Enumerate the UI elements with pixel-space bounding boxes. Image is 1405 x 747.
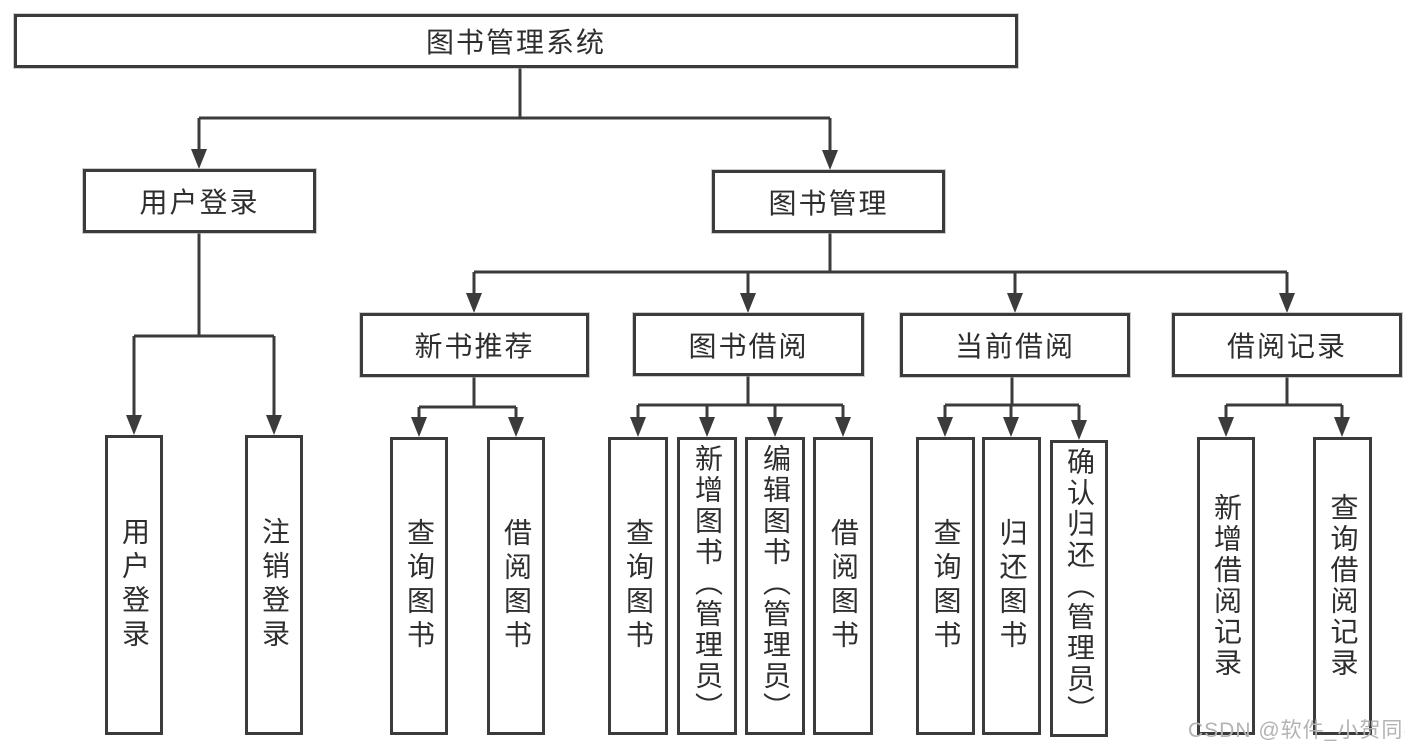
node-label: 图书借阅	[688, 330, 809, 362]
node-borrow-records: 借阅记录	[1172, 313, 1402, 377]
leaf-label: 查询图书	[404, 518, 435, 654]
leaf-logout: 注销登录	[245, 435, 303, 735]
arrowheads	[126, 149, 1350, 440]
node-user-login: 用户登录	[83, 169, 316, 233]
leaf-label: 用户登录	[119, 517, 150, 653]
leaf-borrowing-query-books: 查询图书	[608, 437, 668, 735]
leaf-user-login: 用户登录	[105, 435, 163, 735]
node-label: 图书管理	[768, 187, 889, 219]
node-book-borrowing: 图书借阅	[633, 313, 864, 376]
leaf-label: 编辑图书（管理员）	[760, 444, 791, 723]
node-label: 用户登录	[139, 187, 260, 218]
leaf-current-confirm-return-admin: 确认归还（管理员）	[1050, 440, 1108, 737]
leaf-current-query-books: 查询图书	[916, 437, 975, 735]
csdn-watermark: CSDN @软件_小贺同学	[1188, 719, 1405, 742]
leaf-records-query-record: 查询借阅记录	[1313, 437, 1372, 735]
leaf-label: 新增图书（管理员）	[692, 444, 723, 723]
leaf-label: 借阅图书	[501, 518, 532, 654]
node-root-library-system: 图书管理系统	[14, 14, 1018, 68]
leaf-label: 借阅图书	[828, 518, 859, 654]
leaf-borrowing-edit-books-admin: 编辑图书（管理员）	[745, 437, 805, 735]
leaf-label: 查询借阅记录	[1327, 493, 1359, 679]
leaf-borrowing-borrow-books: 借阅图书	[813, 437, 873, 735]
node-label: 图书管理系统	[425, 27, 606, 58]
leaf-label: 确认归还（管理员）	[1064, 447, 1095, 726]
node-label: 当前借阅	[954, 331, 1075, 362]
leaf-records-add-record: 新增借阅记录	[1197, 437, 1255, 735]
leaf-label: 查询图书	[930, 518, 962, 654]
node-new-book-recommend: 新书推荐	[360, 313, 589, 377]
leaf-newbook-query-books: 查询图书	[390, 437, 448, 735]
leaf-current-return-books: 归还图书	[982, 437, 1041, 735]
leaf-label: 新增借阅记录	[1211, 493, 1242, 679]
node-current-borrowing: 当前借阅	[900, 313, 1130, 377]
leaf-borrowing-add-books-admin: 新增图书（管理员）	[677, 437, 737, 735]
node-book-management: 图书管理	[712, 170, 945, 233]
leaf-label: 注销登录	[259, 517, 290, 653]
leaf-label: 查询图书	[623, 518, 654, 654]
node-label: 新书推荐	[414, 331, 535, 362]
leaf-newbook-borrow-books: 借阅图书	[487, 437, 545, 735]
node-label: 借阅记录	[1226, 331, 1347, 362]
leaf-label: 归还图书	[996, 518, 1028, 654]
